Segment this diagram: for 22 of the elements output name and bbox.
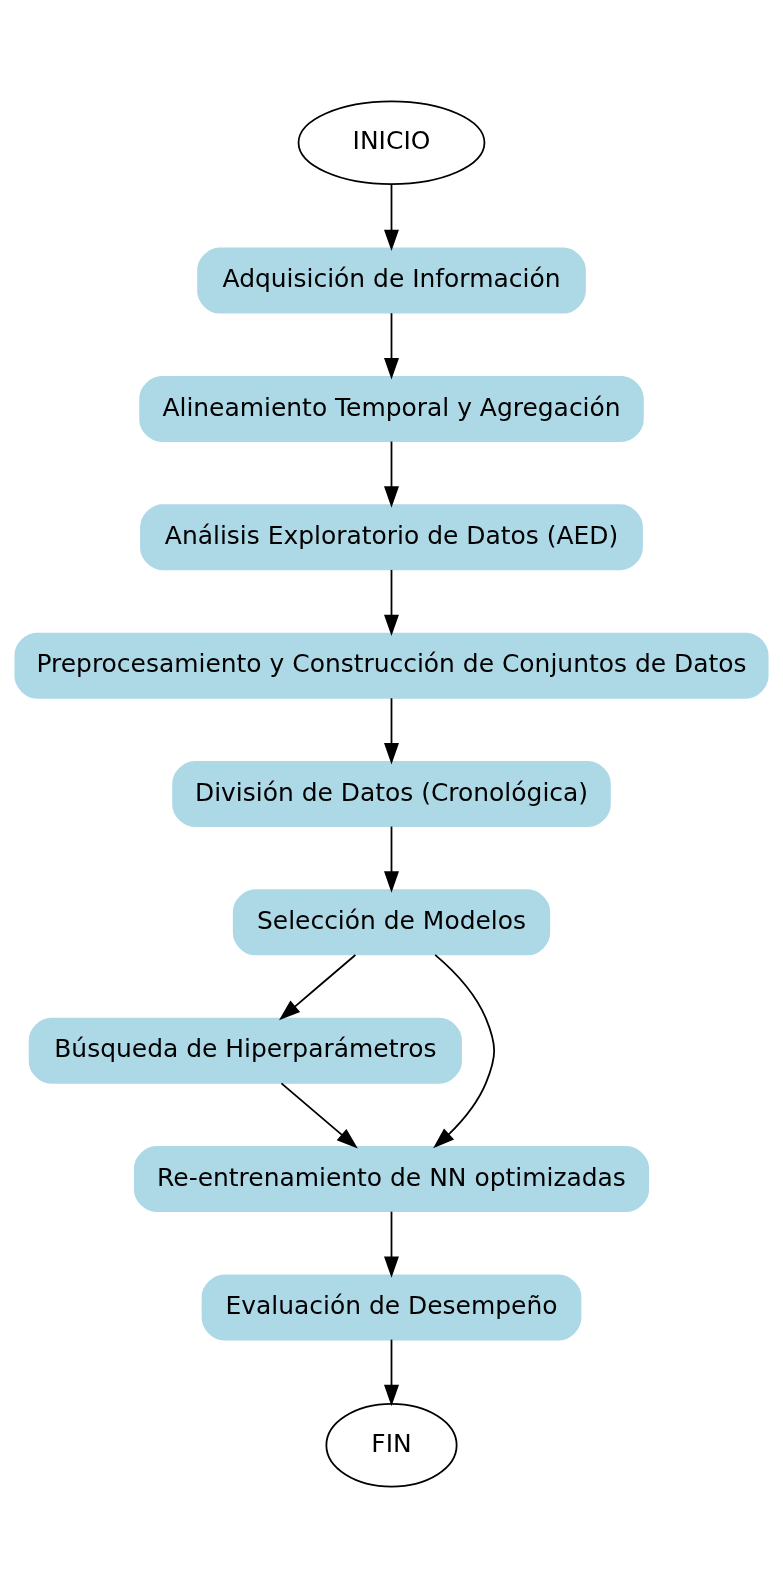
arrow (384, 440, 399, 508)
node-ellipse: INICIO (297, 100, 486, 185)
arrow (384, 568, 399, 636)
node-box: Evaluación de Desempeño (201, 1273, 582, 1340)
arrow (433, 953, 496, 1148)
node-box: Re-entrenamiento de NN optimizadas (133, 1145, 650, 1212)
arrow (384, 1210, 399, 1278)
node-box: Búsqueda de Hiperparámetros (28, 1017, 462, 1084)
node-box: Alineamiento Temporal y Agregación (139, 375, 644, 442)
node-ellipse: FIN (325, 1402, 458, 1487)
arrow (384, 311, 399, 379)
arrow (280, 1081, 358, 1149)
node-box: División de Datos (Cronológica) (172, 760, 611, 827)
arrow (384, 1338, 399, 1406)
node-box: Adquisición de Información (197, 247, 586, 314)
arrow (384, 696, 399, 764)
node-box: Selección de Modelos (232, 888, 551, 955)
arrow (384, 183, 399, 251)
node-box: Preprocesamiento y Construcción de Conjuntos de Datos (14, 632, 769, 699)
arrow (384, 825, 399, 893)
node-box: Análisis Exploratorio de Datos (AED) (140, 503, 643, 570)
arrow (279, 953, 357, 1020)
